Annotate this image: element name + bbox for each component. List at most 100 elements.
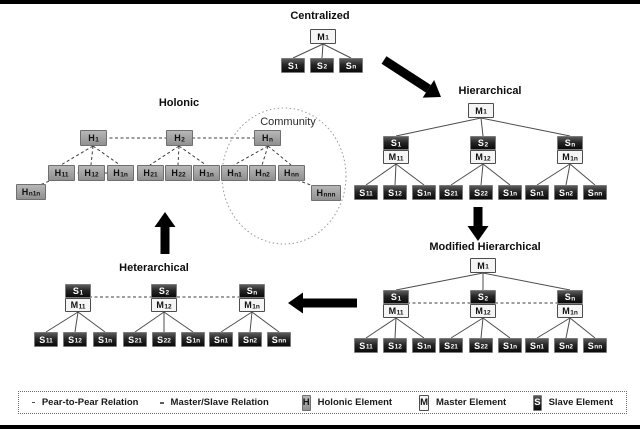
- node-subscript-label: 11: [365, 190, 373, 198]
- node-base-label: S: [246, 286, 253, 296]
- node-base-label: S: [558, 187, 565, 198]
- node-base-label: M: [475, 105, 483, 116]
- node-subscript-label: 1: [95, 136, 99, 144]
- solid-line-sample-icon: [160, 401, 164, 404]
- node-subscript-label: n2: [565, 343, 574, 351]
- master-slave-relation-line: [480, 117, 571, 137]
- node-subscript-label: 1: [79, 289, 84, 297]
- node-subscript-label: 21: [450, 343, 458, 351]
- node-subscript-label: 11: [45, 337, 53, 345]
- node-subscript-label: 12: [74, 337, 82, 345]
- title-heterarchical: Heterarchical: [119, 262, 189, 274]
- peer-to-peer-relation-line: [90, 145, 94, 166]
- node-subscript-label: n: [571, 295, 576, 303]
- legend-label-holonic-element: Holonic Element: [317, 397, 393, 408]
- node-subscript-label: n: [269, 136, 273, 144]
- node-base-label: H: [54, 168, 62, 178]
- node-subscript-label: 12: [483, 155, 491, 163]
- node-base-label: H: [113, 168, 120, 178]
- node-subscript-label: 12: [164, 303, 172, 311]
- node-subscript-label: 1n: [570, 155, 578, 163]
- master-slave-relation-line: [480, 317, 484, 339]
- node-subscript-label: 21: [150, 171, 158, 179]
- node-base-label: H: [284, 168, 291, 178]
- node-subscript-label: 11: [365, 343, 373, 351]
- node-subscript-label: n: [253, 289, 258, 297]
- master-slave-relation-line: [565, 317, 571, 339]
- node-base-label: S: [477, 138, 484, 148]
- node-base-label: S: [97, 334, 104, 345]
- node-base-label: M: [70, 300, 79, 310]
- node-subscript-label: 1: [294, 63, 299, 71]
- node-base-label: S: [474, 187, 481, 198]
- node-base-label: M: [388, 152, 397, 162]
- peer-to-peer-relation-line: [296, 179, 320, 189]
- master-slave-relation-line: [45, 311, 79, 333]
- master-slave-relation-line: [450, 163, 484, 186]
- node-base-label: S: [345, 60, 352, 71]
- node-subscript-label: 1: [325, 34, 329, 42]
- node-base-label: H: [255, 168, 262, 178]
- node-subscript-label: 1n: [192, 337, 201, 345]
- peer-to-peer-relation-line: [267, 145, 292, 166]
- node-subscript-label: n1n: [28, 190, 41, 198]
- node-base-label: H: [143, 168, 150, 178]
- node-base-label: S: [390, 138, 397, 148]
- node-subscript-label: nn: [594, 190, 603, 198]
- node-base-label: S: [158, 286, 165, 296]
- node-subscript-label: n1: [220, 337, 229, 345]
- master-slave-relation-line: [450, 317, 484, 339]
- node-base-label: S: [390, 292, 397, 302]
- node-subscript-label: n1: [536, 190, 545, 198]
- node-base-label: S: [271, 334, 278, 345]
- peer-to-peer-relation-line: [177, 145, 180, 166]
- master-slave-relation-line: [365, 163, 397, 186]
- node-base-label: M: [388, 306, 397, 316]
- node-subscript-label: 11: [396, 155, 404, 163]
- node-subscript-label: 1n: [206, 171, 214, 179]
- slave-element-sample-icon: S: [533, 394, 542, 411]
- node-subscript-label: 1: [483, 108, 487, 116]
- node-base-label: M: [475, 306, 483, 316]
- node-base-label: M: [317, 31, 325, 42]
- node-base-label: S: [416, 340, 423, 351]
- node-base-label: S: [316, 60, 323, 71]
- master-slave-relation-line: [249, 311, 253, 333]
- master-slave-relation-line: [395, 317, 425, 339]
- node-subscript-label: 11: [61, 171, 69, 179]
- node-base-label: S: [242, 334, 249, 345]
- master-slave-relation-line: [134, 311, 165, 333]
